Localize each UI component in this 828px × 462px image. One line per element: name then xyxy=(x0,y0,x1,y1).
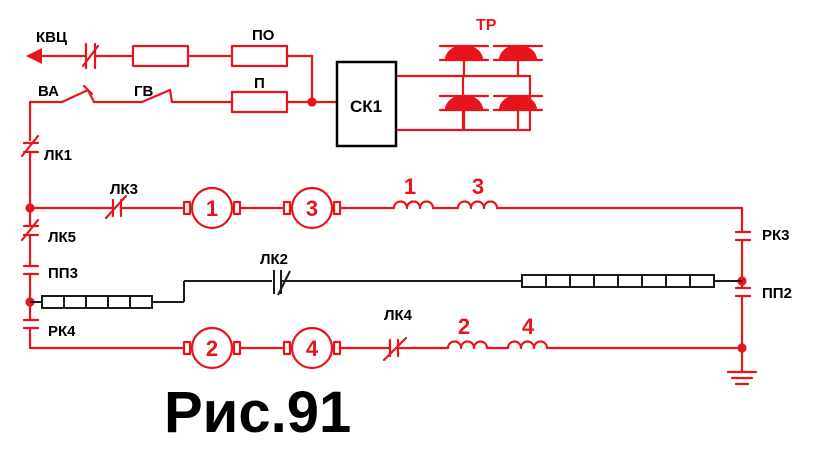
label-gv: ГВ xyxy=(134,83,154,100)
label-rk3: РК3 xyxy=(762,227,790,244)
field-2-label: 2 xyxy=(458,314,470,339)
motor-1-label: 1 xyxy=(206,196,218,221)
label-sk1: СК1 xyxy=(350,97,382,116)
label-va: ВА xyxy=(38,83,59,100)
motor-3 xyxy=(282,186,342,230)
label-pp2: ПП2 xyxy=(762,285,792,302)
sk1-box xyxy=(335,60,398,148)
resistor-kvc xyxy=(131,44,190,68)
field-4-label: 4 xyxy=(522,314,535,339)
rk3-contact xyxy=(734,230,752,242)
label-po: ПО xyxy=(252,27,275,44)
label-kvc: КВЦ xyxy=(36,29,67,46)
label-lk4: ЛК4 xyxy=(384,307,413,324)
label-lk2: ЛК2 xyxy=(260,251,288,268)
motor-3-label: 3 xyxy=(306,196,318,221)
kvc-arrow-icon xyxy=(26,48,62,64)
field-1-label: 1 xyxy=(404,174,416,199)
field-winding-4 xyxy=(506,340,549,350)
label-rk4: РК4 xyxy=(48,323,76,340)
field-winding-1 xyxy=(392,200,435,210)
gv-switch xyxy=(140,88,174,104)
motor-4-label: 4 xyxy=(306,336,319,361)
label-pp3: ПП3 xyxy=(48,265,78,282)
label-lk5: ЛК5 xyxy=(48,229,76,246)
label-lk3: ЛК3 xyxy=(110,181,138,198)
kvc-contact xyxy=(58,42,100,70)
label-tr: ТР xyxy=(476,17,497,34)
label-lk1: ЛК1 xyxy=(44,147,72,164)
motor-2-label: 2 xyxy=(206,336,218,361)
pp3-contact xyxy=(22,264,40,276)
resistor-string xyxy=(30,270,742,309)
field-winding-3 xyxy=(456,200,499,210)
fuse-po xyxy=(230,44,289,68)
fuse-p xyxy=(230,90,289,114)
label-p: П xyxy=(254,75,265,92)
field-3-label: 3 xyxy=(472,174,484,199)
va-breaker xyxy=(60,84,96,104)
ground-icon xyxy=(726,346,758,386)
lk2-contact xyxy=(273,270,291,296)
rk4-contact xyxy=(22,318,40,330)
field-winding-2 xyxy=(446,340,489,350)
figure-caption: Рис.91 xyxy=(164,380,351,445)
motor-1 xyxy=(182,186,242,230)
pantograph-icon xyxy=(438,44,544,132)
pp2-contact xyxy=(734,286,752,298)
